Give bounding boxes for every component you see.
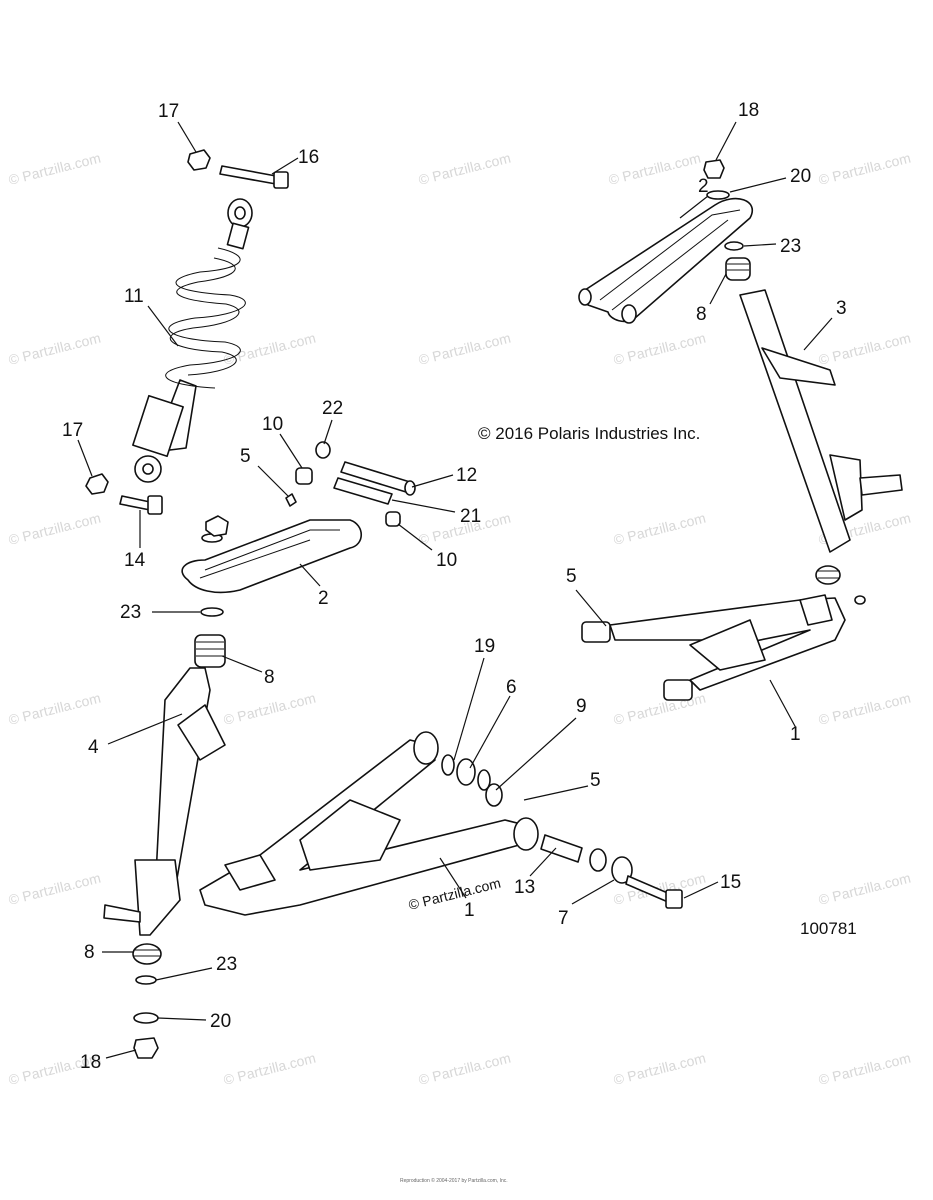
watermark: © Partzilla.com: [417, 330, 512, 368]
callout-18: 18: [80, 1052, 101, 1073]
callout-14: 14: [124, 550, 146, 571]
callout-6: 6: [506, 677, 517, 698]
watermark: © Partzilla.com: [607, 150, 702, 188]
nut-18-left: [133, 1037, 159, 1059]
washer-23-right-top: [724, 241, 744, 251]
callout-10: 10: [436, 550, 457, 571]
callout-13: 13: [514, 877, 535, 898]
watermark: © Partzilla.com: [612, 690, 707, 728]
callout-20: 20: [790, 166, 811, 187]
callout-7: 7: [558, 908, 569, 929]
leader-lines: [77, 121, 833, 1059]
callout-17: 17: [62, 420, 83, 441]
lower-a-arm-right: [581, 594, 866, 701]
watermark: © Partzilla.com: [817, 1050, 912, 1088]
bushing-7: [589, 848, 633, 884]
nut-17-lower: [85, 473, 109, 495]
bearing-stack: [441, 754, 503, 807]
watermark: © Partzilla.com: [222, 1050, 317, 1088]
callout-4: 4: [88, 737, 99, 758]
nut-18-right: [703, 159, 725, 179]
upper-a-arm-left: [181, 515, 363, 594]
watermark: © Partzilla.com: [7, 510, 102, 548]
callout-10: 10: [262, 414, 283, 435]
callout-8: 8: [84, 942, 95, 963]
watermark: © Partzilla.com: [612, 1050, 707, 1088]
spindle-right: [725, 257, 903, 585]
copyright-text: © 2016 Polaris Industries Inc.: [478, 424, 700, 443]
callout-2: 2: [698, 176, 709, 197]
callout-23: 23: [120, 602, 141, 623]
washer-20-left: [133, 1012, 159, 1024]
callout-5: 5: [566, 566, 577, 587]
watermark: © Partzilla.com: [817, 330, 912, 368]
callout-22: 22: [322, 398, 343, 419]
washer-23-left-bottom: [135, 975, 157, 985]
sleeve-13: [540, 834, 583, 863]
watermark: © Partzilla.com: [612, 510, 707, 548]
spindle-left: [103, 634, 226, 965]
callout-21: 21: [460, 506, 481, 527]
reference-number: 100781: [800, 919, 857, 938]
callout-5: 5: [590, 770, 601, 791]
watermark: © Partzilla.com: [817, 150, 912, 188]
callout-3: 3: [836, 298, 847, 319]
callout-1: 1: [464, 900, 475, 921]
callout-20: 20: [210, 1011, 231, 1032]
washer-20-right: [706, 190, 730, 200]
callouts: 17 16 11 17 14 10 22 5 12 21 10 2 23 8 4…: [62, 100, 847, 1073]
watermark: © Partzilla.com: [817, 870, 912, 908]
watermark: © Partzilla.com: [817, 690, 912, 728]
callout-23: 23: [780, 236, 801, 257]
callout-19: 19: [474, 636, 495, 657]
callout-8: 8: [696, 304, 707, 325]
shock-absorber: [132, 198, 253, 483]
callout-2: 2: [318, 588, 329, 609]
callout-5: 5: [240, 446, 251, 467]
callout-17: 17: [158, 101, 179, 122]
footer-text: Reproduction © 2004-2017 by Partzilla.co…: [400, 1177, 508, 1184]
watermark: © Partzilla.com: [612, 330, 707, 368]
callout-12: 12: [456, 465, 477, 486]
pivot-tubes: [285, 441, 416, 527]
watermark: © Partzilla.com: [7, 690, 102, 728]
callout-18: 18: [738, 100, 759, 121]
nut-17-top: [187, 149, 211, 171]
callout-23: 23: [216, 954, 237, 975]
callout-1: 1: [790, 724, 801, 745]
lower-a-arm-left: [199, 731, 539, 916]
bolt-16: [219, 165, 289, 189]
callout-15: 15: [720, 872, 741, 893]
washer-23-left-top: [200, 607, 224, 617]
watermark: © Partzilla.com: [417, 150, 512, 188]
watermark: © Partzilla.com: [417, 1050, 512, 1088]
bolt-14: [119, 495, 163, 515]
watermark: © Partzilla.com: [7, 150, 102, 188]
watermark: © Partzilla.com: [7, 330, 102, 368]
callout-16: 16: [298, 147, 319, 168]
upper-a-arm-right: [578, 197, 753, 324]
callout-8: 8: [264, 667, 275, 688]
callout-11: 11: [124, 286, 144, 307]
callout-9: 9: [576, 696, 587, 717]
watermark: © Partzilla.com: [222, 690, 317, 728]
watermark: © Partzilla.com: [7, 870, 102, 908]
bolt-15: [625, 875, 683, 909]
